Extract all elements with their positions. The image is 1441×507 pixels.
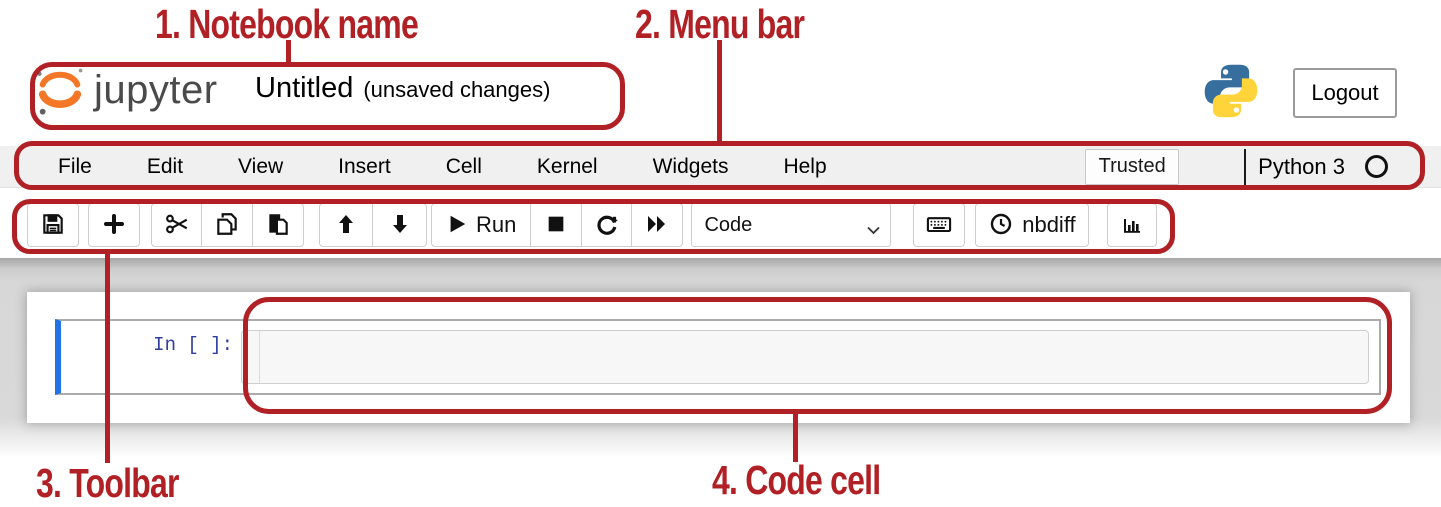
clock-icon <box>989 212 1013 239</box>
codemirror-gutter <box>242 331 260 383</box>
interrupt-kernel-button[interactable] <box>529 203 583 247</box>
fast-forward-icon <box>645 212 669 239</box>
add-cell-icon <box>102 212 126 239</box>
save-status: (unsaved changes) <box>363 77 551 102</box>
copy-icon <box>214 211 240 240</box>
notebook-name[interactable]: Untitled <box>255 72 354 104</box>
restart-run-all-button[interactable] <box>631 203 684 247</box>
annotation-label-notebook-name: 1. Notebook name <box>155 1 419 47</box>
menubar-right: Trusted Python 3 <box>1085 148 1441 185</box>
restart-kernel-icon <box>595 212 619 239</box>
menu-view[interactable]: View <box>238 154 284 178</box>
move-cell-up-button[interactable] <box>318 203 374 247</box>
jupyter-logo-text[interactable]: jupyter <box>94 68 218 112</box>
nbdiff-label: nbdiff <box>1022 212 1076 237</box>
floppy-save-icon <box>40 211 66 240</box>
save-button[interactable] <box>27 203 79 247</box>
kernel-name: Python 3 <box>1258 153 1345 179</box>
copy-cell-button[interactable] <box>201 203 254 247</box>
annotation-label-toolbar: 3. Toolbar <box>36 460 179 506</box>
menu-kernel[interactable]: Kernel <box>536 154 598 178</box>
clipboard-group <box>151 203 304 247</box>
menu-bar: File Edit View Insert Cell Kernel Widget… <box>0 146 1441 188</box>
notebook-toolbar: Run <box>0 196 1441 258</box>
menu-edit[interactable]: Edit <box>146 154 184 178</box>
input-prompt: In [ ]: <box>153 334 233 356</box>
keyboard-icon <box>925 210 953 241</box>
kernel-idle-circle-icon <box>1365 155 1388 178</box>
annotation-label-menu-bar: 2. Menu bar <box>635 1 805 47</box>
menu-cell[interactable]: Cell <box>445 154 482 178</box>
move-group <box>318 203 428 247</box>
paste-cell-button[interactable] <box>251 203 304 247</box>
logout-button[interactable]: Logout <box>1293 68 1397 118</box>
restart-kernel-button[interactable] <box>581 203 634 247</box>
cell-type-select[interactable]: Code <box>691 203 892 247</box>
cell-type-value: Code <box>704 213 753 236</box>
move-up-icon <box>334 212 358 239</box>
move-down-icon <box>388 212 412 239</box>
nbdiff-button[interactable]: nbdiff <box>975 203 1090 247</box>
cut-icon <box>164 211 190 240</box>
menu-items: File Edit View Insert Cell Kernel Widget… <box>58 155 827 179</box>
annotation-line-menu-bar <box>717 40 722 144</box>
move-cell-down-button[interactable] <box>372 203 428 247</box>
trusted-badge[interactable]: Trusted <box>1085 148 1180 185</box>
run-button[interactable]: Run <box>431 203 532 247</box>
menu-insert[interactable]: Insert <box>338 154 391 178</box>
code-cell[interactable]: In [ ]: <box>55 319 1381 395</box>
add-cell-button[interactable] <box>88 203 140 247</box>
notebook-title[interactable]: Untitled (unsaved changes) <box>255 72 550 105</box>
command-palette-button[interactable] <box>913 203 966 247</box>
python-logo-icon <box>1196 62 1266 125</box>
run-label: Run <box>476 212 517 237</box>
bar-chart-icon <box>1120 212 1144 239</box>
menubar-divider <box>1244 148 1247 185</box>
menu-help[interactable]: Help <box>783 154 827 178</box>
jupyter-logo-icon[interactable] <box>33 64 87 121</box>
chevron-down-icon <box>867 222 881 240</box>
chart-button[interactable] <box>1107 203 1158 247</box>
annotation-label-code-cell: 4. Code cell <box>712 457 881 503</box>
stop-icon <box>545 213 567 238</box>
paste-icon <box>265 211 291 240</box>
code-input-area[interactable] <box>241 330 1369 384</box>
run-group: Run <box>431 203 684 247</box>
cut-cell-button[interactable] <box>151 203 203 247</box>
menu-widgets[interactable]: Widgets <box>652 154 729 178</box>
menu-file[interactable]: File <box>58 154 92 178</box>
play-icon <box>446 213 468 238</box>
